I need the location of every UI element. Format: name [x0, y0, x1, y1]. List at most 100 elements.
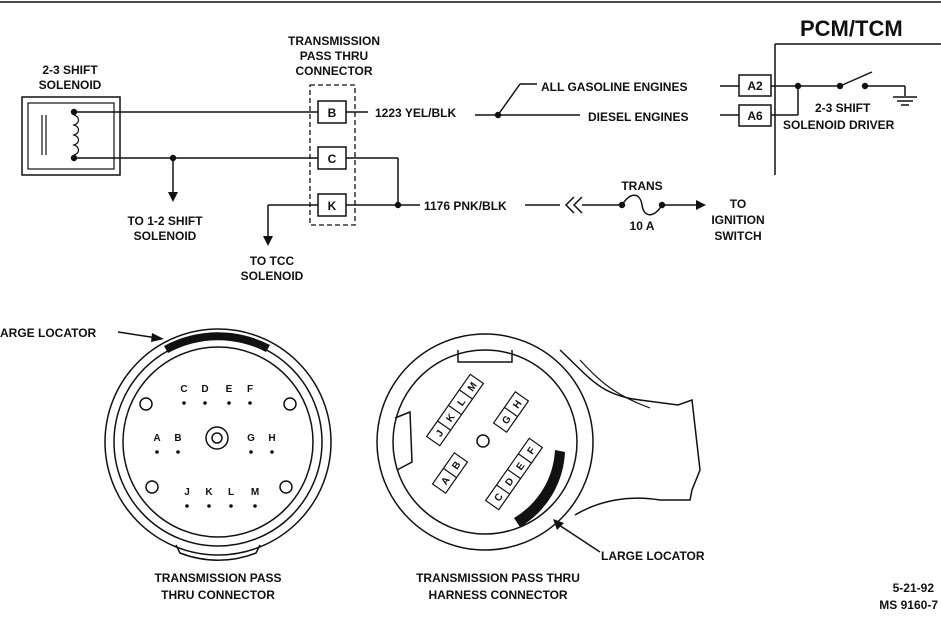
arrow-right-icon — [151, 333, 164, 342]
solenoid-body — [21, 96, 121, 176]
pin — [207, 504, 211, 508]
pin-f-label: F — [526, 445, 539, 456]
ms-code: MS 9160-7 — [879, 598, 938, 612]
wire-1223-label: 1223 YEL/BLK — [375, 106, 456, 120]
pin — [270, 450, 274, 454]
connector-dashed-outline — [309, 84, 356, 226]
pin-block — [484, 437, 544, 511]
center-pin — [476, 434, 490, 448]
wire-1176-label: 1176 PNK/BLK — [424, 199, 507, 213]
solenoid-label-line2: SOLENOID — [39, 78, 102, 92]
connector-pin-group: C D E F A B G H J K L M — [153, 384, 276, 508]
harness-pin-block-cdef: C D E F — [484, 437, 544, 511]
pin-l-label: L — [228, 487, 234, 498]
pin-a-label: A — [153, 433, 160, 444]
terminal-a6-label: A6 — [747, 109, 763, 123]
connector-inner-ring — [122, 346, 314, 538]
mount-hole — [139, 397, 153, 411]
pin-divider — [443, 467, 457, 479]
pin-h-label: H — [268, 433, 275, 444]
connector-label-line3: CONNECTOR — [295, 64, 372, 78]
pin-divider — [437, 420, 451, 431]
locator-leader — [117, 331, 158, 339]
caption-left-line2: THRU CONNECTOR — [161, 588, 275, 602]
bottom-key — [175, 544, 261, 561]
harness-contour — [579, 359, 651, 409]
junction-dot — [394, 201, 402, 209]
mount-hole — [279, 480, 293, 494]
terminal-b-label: B — [328, 106, 337, 120]
solenoid-label-line1: 2-3 SHIFT — [42, 63, 98, 77]
pin-divider — [507, 468, 521, 480]
mount-hole — [283, 397, 297, 411]
caption-right-line1: TRANSMISSION PASS THRU — [416, 571, 580, 585]
pin-f-label: F — [247, 384, 253, 395]
to-12-label-line2: SOLENOID — [134, 229, 197, 243]
switch-blade — [839, 71, 873, 87]
pin — [185, 504, 189, 508]
center-bolt — [205, 426, 229, 450]
connector-ring — [113, 337, 323, 547]
fuse-rating: 10 A — [630, 219, 655, 233]
pin — [249, 450, 253, 454]
harness-inner-ring — [392, 349, 578, 535]
locator-leader — [558, 524, 601, 553]
pin-block — [492, 391, 530, 433]
pin-divider — [496, 484, 510, 495]
driver-label-line1: 2-3 SHIFT — [815, 101, 871, 115]
driver-label-line2: SOLENOID DRIVER — [783, 118, 895, 132]
to-12-label-line1: TO 1-2 SHIFT — [127, 214, 203, 228]
pin-l-label: L — [456, 397, 469, 408]
terminal-c-label: C — [328, 152, 337, 166]
pin-e-label: E — [226, 384, 233, 395]
harness-pin-block-ab: A B — [431, 452, 469, 494]
gas-branch — [497, 83, 521, 116]
pin-b-label: B — [174, 433, 181, 444]
mount-hole — [145, 480, 159, 494]
pin-block — [431, 452, 469, 494]
ignition-label-line3: SWITCH — [714, 229, 761, 243]
pin-j-label: J — [184, 487, 190, 498]
pin-k-label: K — [205, 487, 213, 498]
connector-label-line1: TRANSMISSION — [288, 34, 380, 48]
pin — [227, 401, 231, 405]
pcm-title: PCM/TCM — [800, 16, 903, 41]
pin-divider — [459, 389, 473, 400]
solenoid-inner — [27, 102, 115, 170]
ignition-label-line1: TO — [730, 197, 746, 211]
connector-outer-ring — [104, 328, 332, 556]
inline-connector-icon — [564, 196, 583, 214]
harness-body — [559, 349, 701, 516]
harness-pin-block-gh: G H — [492, 391, 530, 433]
arrow-down-icon — [263, 236, 273, 246]
top-key — [457, 350, 513, 363]
large-locator-key — [164, 332, 270, 353]
pin-divider — [518, 453, 532, 464]
pin-m-label: M — [251, 487, 259, 498]
solenoid-coil — [72, 114, 80, 156]
pin-g-label: G — [247, 433, 255, 444]
pin — [248, 401, 252, 405]
pin-c-label: C — [180, 384, 187, 395]
large-locator-key — [514, 450, 565, 527]
pin — [176, 450, 180, 454]
fuse-label: TRANS — [621, 179, 662, 193]
arrow-up-left-icon — [553, 519, 564, 530]
to-tcc-label-line2: SOLENOID — [241, 269, 304, 283]
fuse-icon — [621, 194, 663, 216]
pin-divider — [504, 406, 518, 418]
caption-left-line1: TRANSMISSION PASS — [154, 571, 281, 585]
pin — [229, 504, 233, 508]
center-bolt-inner — [211, 432, 223, 444]
harness-pin-block-jklm: J K L M — [425, 373, 485, 447]
diesel-label: DIESEL ENGINES — [588, 110, 688, 124]
terminal-a2-label: A2 — [747, 79, 763, 93]
date-code: 5-21-92 — [893, 581, 935, 595]
pin — [253, 504, 257, 508]
arrow-right-icon — [696, 200, 706, 210]
connector-label-line2: PASS THRU — [300, 49, 368, 63]
harness-outer-ring — [376, 333, 594, 551]
large-locator-label-left: ARGE LOCATOR — [0, 326, 97, 340]
pin-block — [425, 373, 485, 447]
